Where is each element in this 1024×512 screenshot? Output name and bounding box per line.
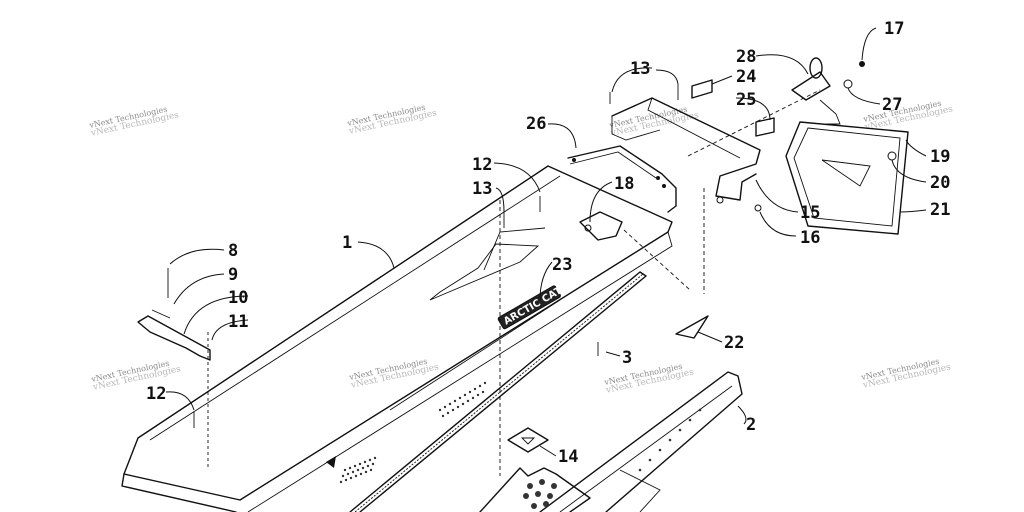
tow-hitch-part	[791, 57, 865, 125]
callout-12-left: 12	[146, 384, 166, 404]
callout-3: 3	[622, 348, 632, 368]
gusset-plate-part	[507, 427, 549, 453]
watermark-2: vNext Technologies vNext Technologies	[346, 103, 439, 137]
side-channel-part	[539, 371, 743, 512]
strap-part	[567, 145, 677, 213]
callout-24: 24	[736, 67, 756, 87]
callout-18: 18	[614, 174, 634, 194]
callout-labels: 1 2 3 8 9 10 11 12 12 13 13 14 15 16 17 …	[146, 19, 950, 467]
callout-27: 27	[882, 95, 902, 115]
callout-15: 15	[800, 203, 820, 223]
watermark-1: vNext Technologies vNext Technologies	[88, 105, 181, 139]
callout-12-top: 12	[472, 155, 492, 175]
callout-23: 23	[552, 255, 572, 275]
callout-21: 21	[930, 200, 950, 220]
callout-16: 16	[800, 228, 820, 248]
callout-13-right: 13	[630, 59, 650, 79]
callout-9: 9	[228, 265, 238, 285]
arctic-cat-decal: ARCTIC CAT	[497, 285, 564, 330]
watermark-4: vNext Technologies vNext Technologies	[862, 99, 955, 133]
callout-11: 11	[228, 312, 248, 332]
decal-part	[675, 315, 709, 339]
snow-flap-part	[785, 121, 909, 235]
callout-13-top: 13	[472, 179, 492, 199]
watermark-5: vNext Technologies vNext Technologies	[90, 359, 183, 393]
callout-8: 8	[228, 241, 238, 261]
cover-plate-part	[579, 211, 623, 241]
watermark-6: vNext Technologies vNext Technologies	[348, 357, 441, 391]
watermark-7: vNext Technologies vNext Technologies	[603, 362, 696, 396]
callout-25: 25	[736, 90, 756, 110]
callout-26: 26	[526, 114, 546, 134]
callout-2: 2	[746, 415, 756, 435]
callout-19: 19	[930, 147, 950, 167]
callout-10: 10	[228, 288, 248, 308]
callout-1: 1	[342, 233, 352, 253]
leader-lines	[165, 27, 927, 457]
callout-20: 20	[930, 173, 950, 193]
svg-text:ARCTIC CAT: ARCTIC CAT	[502, 285, 564, 327]
callout-14: 14	[558, 447, 578, 467]
callout-28: 28	[736, 47, 756, 67]
fastener-markers	[193, 84, 679, 428]
callout-22: 22	[724, 333, 744, 353]
rear-bracket-part	[499, 79, 821, 476]
left-bracket-part	[137, 268, 211, 470]
callout-17: 17	[884, 19, 904, 39]
watermark-8: vNext Technologies vNext Technologies	[860, 357, 953, 391]
rail-assembly	[349, 271, 647, 512]
footrest-plate-part	[479, 467, 591, 512]
watermark-3: vNext Technologies vNext Technologies	[608, 105, 701, 139]
